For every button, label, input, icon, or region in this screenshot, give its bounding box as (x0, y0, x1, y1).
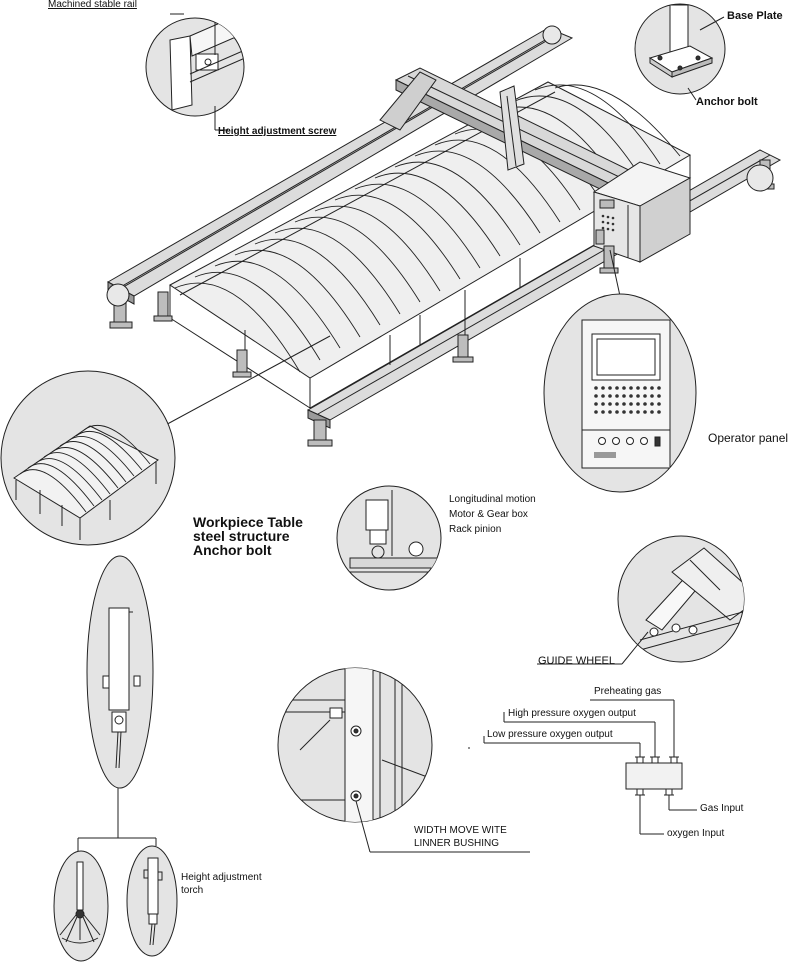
anchor-bolt-table-label: Anchor bolt (193, 542, 272, 558)
bottom-fittings (635, 788, 674, 796)
operator-panel-callout (543, 249, 697, 493)
guide-wheel-label: GUIDE WHEEL (538, 655, 616, 667)
linner-bushing-label: LINNER BUSHING (414, 838, 500, 849)
operator-panel-label: Operator panel (708, 431, 789, 445)
steel-structure-label: steel structure (193, 528, 290, 544)
oxygen-input-label: oxygen Input (667, 828, 725, 839)
anchor-bolt-top-label: Anchor bolt (696, 96, 758, 108)
machined-stable-rail-label: Machined stable rail (48, 0, 137, 10)
width-move-callout (277, 667, 530, 853)
gantry-beam (379, 67, 692, 223)
torch-callouts (53, 555, 178, 962)
rail-detail-callout (145, 13, 245, 131)
width-move-label: WIDTH MOVE WITE (414, 825, 507, 836)
longitudinal-motion-label: Longitudinal motion (449, 494, 536, 505)
base-plate-callout (634, 3, 726, 101)
longitudinal-motion-callout (336, 485, 442, 591)
low-pressure-oxygen-label: Low pressure oxygen output (487, 729, 613, 740)
height-adjustment-torch-label: Height adjustment (181, 872, 262, 883)
motor-gear-box-label: Motor & Gear box (449, 509, 528, 520)
preheating-gas-label: Preheating gas (594, 686, 662, 697)
workpiece-table-label: Workpiece Table (193, 514, 303, 530)
rack-pinion-label: Rack pinion (449, 524, 502, 535)
keypad-dots (594, 386, 661, 414)
main-machine (106, 25, 782, 447)
gas-input-label: Gas Input (700, 803, 744, 814)
torch-label: torch (181, 885, 204, 896)
gas-distributor (468, 699, 697, 835)
high-pressure-oxygen-label: High pressure oxygen output (508, 708, 636, 719)
guide-wheel-callout (537, 535, 745, 665)
top-fittings (635, 756, 679, 764)
bushing-marks (350, 725, 362, 802)
control-cabinet (592, 161, 692, 263)
workpiece-table-callout (0, 335, 331, 546)
height-adjustment-screw-label: Height adjustment screw (218, 126, 337, 137)
panel-knobs (594, 436, 661, 458)
base-plate-label: Base Plate (727, 10, 783, 22)
